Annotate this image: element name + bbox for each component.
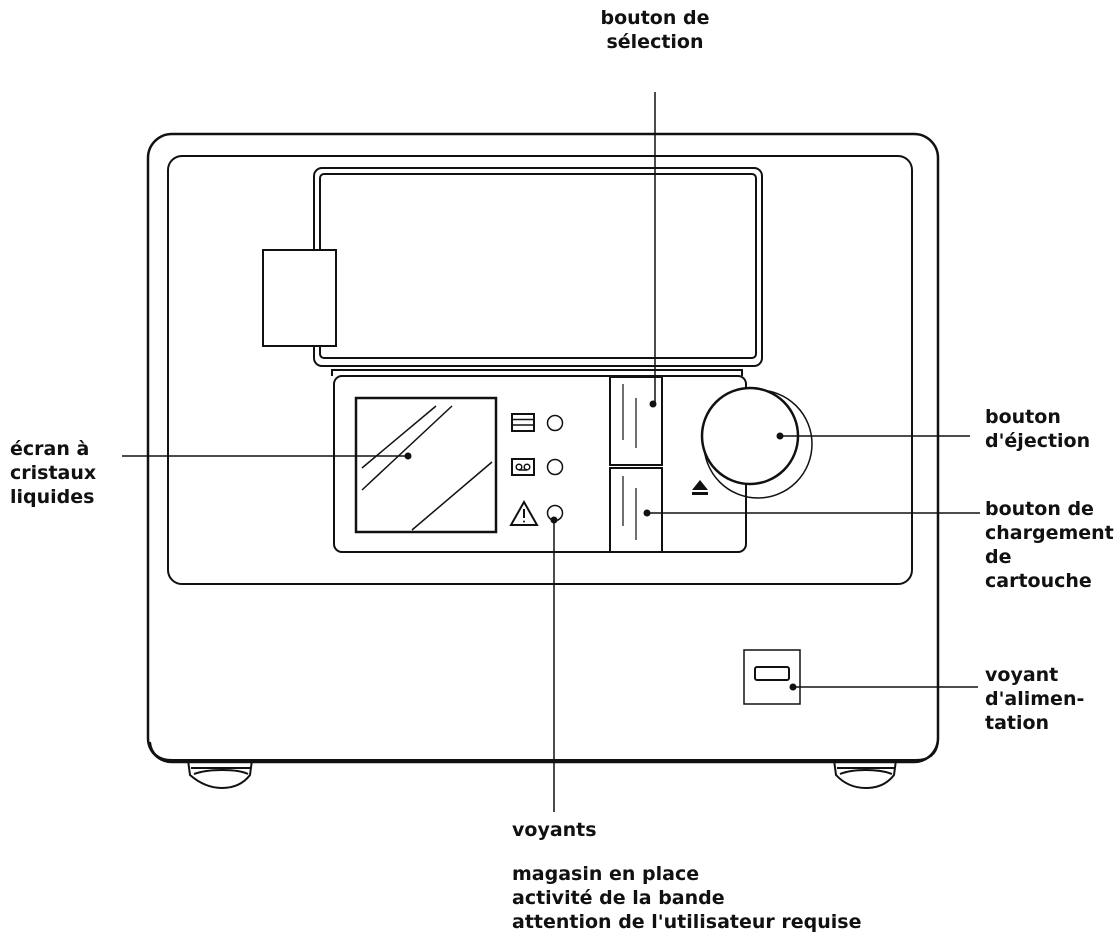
label-power-led: voyant d'alimen- tation: [985, 664, 1085, 734]
cartridge-door: [262, 167, 763, 367]
warning-triangle-icon: [509, 499, 539, 526]
tape-activity-led: [546, 458, 564, 476]
label-lcd-screen: écran à cristaux liquides: [10, 438, 97, 508]
tape-cassette-icon: [511, 458, 535, 476]
door-latch: [262, 249, 337, 347]
label-eject-button: bouton d'éjection: [985, 406, 1091, 452]
right-foot: [833, 759, 897, 790]
eject-button[interactable]: [700, 386, 813, 499]
selection-button[interactable]: [609, 376, 663, 466]
eject-icon: [692, 480, 708, 495]
indicator-magazine-label: magasin en place: [512, 863, 700, 885]
magazine-led: [546, 414, 564, 432]
label-load-button: bouton de chargement de cartouche: [985, 498, 1114, 592]
indicator-tape-label: activité de la bande: [512, 887, 725, 909]
power-led: [743, 649, 801, 705]
label-selection-button: bouton de sélection: [600, 7, 710, 53]
housing-bottom-edge: [149, 741, 939, 761]
indicator-attention-label: attention de l'utilisateur requise: [512, 911, 862, 933]
magazine-stack-icon: [511, 413, 535, 432]
lcd-screen: [354, 396, 498, 534]
label-indicators-list: magasin en place activité de la bande at…: [512, 862, 861, 934]
front-bezel: [167, 155, 913, 585]
left-foot: [187, 759, 253, 790]
label-indicators-title: voyants: [512, 819, 597, 841]
leader-lines: [122, 92, 980, 812]
cartridge-load-button[interactable]: [609, 467, 663, 553]
